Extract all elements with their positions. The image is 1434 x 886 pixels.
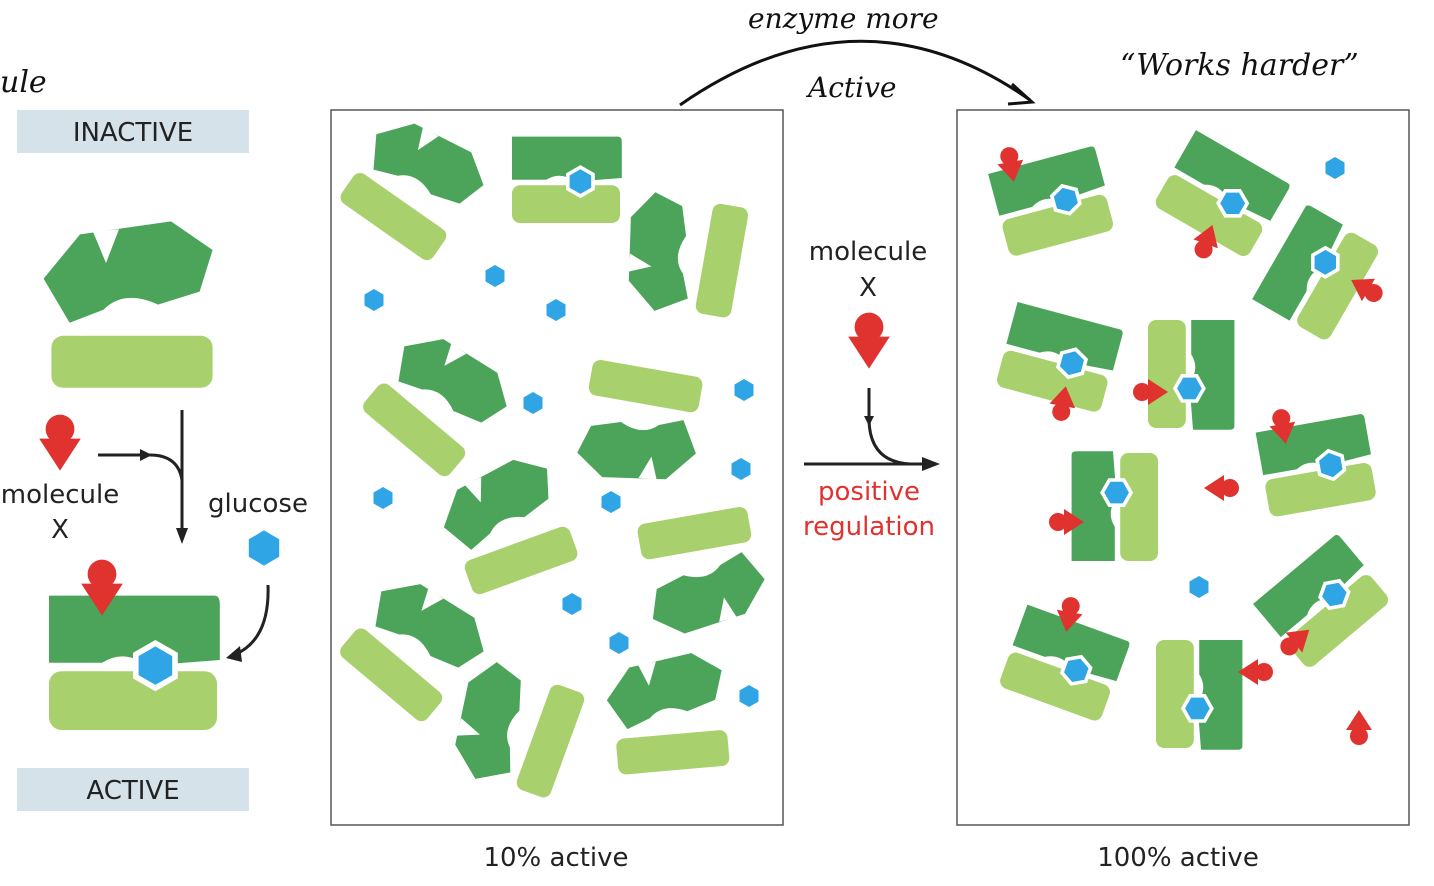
molecule-x-activator-icon (39, 414, 81, 471)
inactive-enzyme (43, 221, 213, 388)
inactive-label: INACTIVE (73, 118, 193, 148)
regulation-arrowhead (922, 457, 940, 471)
active-label-box (17, 768, 249, 811)
left-molecule-x-label: X (51, 515, 69, 545)
annotation-top-left: ule (0, 65, 47, 100)
regulation-arrowhead-small (864, 416, 874, 426)
glucose-arrow (233, 584, 270, 657)
annotation-arrowhead (1007, 82, 1036, 106)
annotation-curved-arrow (679, 39, 1031, 107)
glucose-icon (248, 530, 280, 566)
binding-arrowhead-down (176, 528, 188, 544)
regulation-label-regulation: regulation (803, 512, 935, 542)
active-enzyme (49, 596, 220, 730)
middle-molecule-x-label: X (859, 273, 877, 303)
glucose-label: glucose (208, 489, 308, 519)
annotation-enzyme-more: enzyme more (748, 2, 939, 35)
left-molecule-label: molecule (1, 480, 119, 510)
middle-molecule-label: molecule (809, 237, 927, 267)
middle-activator-icon (848, 312, 890, 369)
annotation-works-harder: “Works harder” (1120, 48, 1359, 83)
inactive-label-box (17, 110, 249, 153)
panel-2-caption: 100% active (1097, 843, 1259, 873)
annotation-active: Active (805, 71, 897, 104)
glucose-arrowhead (226, 646, 242, 662)
active-label: ACTIVE (86, 776, 179, 806)
binding-arrowhead-small (140, 449, 152, 461)
panel-1-caption: 10% active (483, 843, 628, 873)
regulation-arrow-curve (867, 388, 911, 466)
regulation-label-positive: positive (818, 477, 920, 507)
